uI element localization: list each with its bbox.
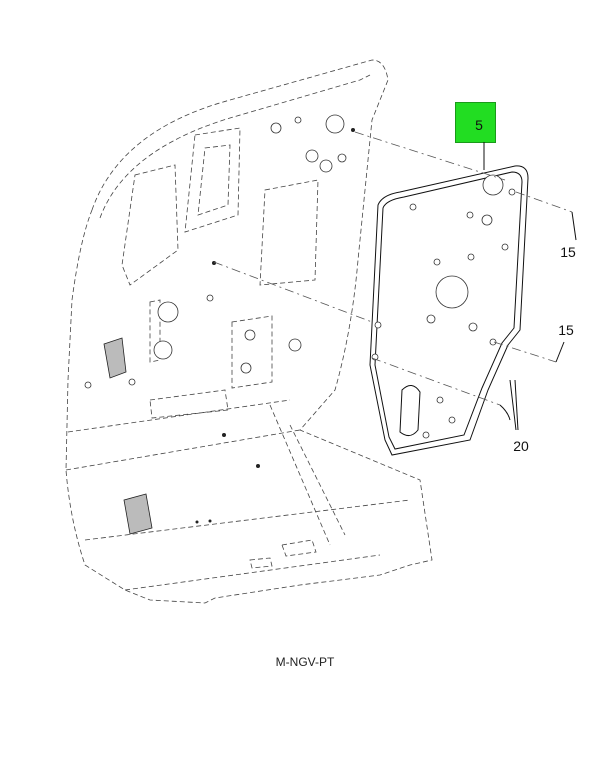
alignment-leader-lines (213, 131, 577, 431)
callout-15-top-label: 15 (560, 244, 576, 260)
callout-15-bottom-label: 15 (558, 322, 574, 338)
cover-plate-part[interactable] (369, 165, 529, 456)
cab-body-holes (84, 114, 355, 524)
drawing-caption: M-NGV-PT (275, 655, 335, 669)
cab-body-mounts (103, 337, 153, 535)
callout-20-label: 20 (513, 438, 529, 454)
highlighted-part-callout-box[interactable] (455, 102, 496, 143)
callout-5-label: 5 (475, 117, 483, 133)
cab-body-panel (65, 59, 433, 604)
